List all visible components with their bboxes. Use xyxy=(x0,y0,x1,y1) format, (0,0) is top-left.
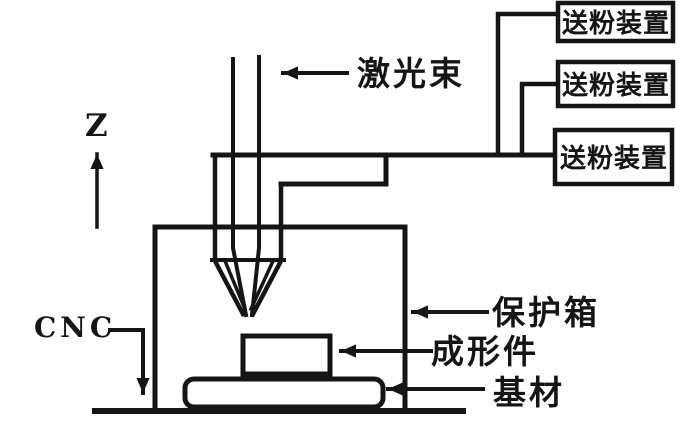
powder-feeder-2: 送粉装置 xyxy=(555,59,676,109)
substrate-callout: 基材 xyxy=(386,374,565,411)
powder-feeder-3: 送粉装置 xyxy=(552,127,675,187)
substrate-label: 基材 xyxy=(493,374,565,411)
formed-part xyxy=(240,333,333,377)
powder-feed-lines xyxy=(210,11,561,187)
laser-beam-callout: 激光束 xyxy=(281,55,465,92)
laser-beam xyxy=(231,55,261,318)
cnc-arrow xyxy=(108,328,150,395)
protection-box-label: 保护箱 xyxy=(492,294,600,331)
cnc-label: CNC xyxy=(34,311,116,344)
powder-feeder-1: 送粉装置 xyxy=(555,0,676,44)
formed-part-label: 成形件 xyxy=(431,333,539,370)
powder-feeder-2-label: 送粉装置 xyxy=(562,70,670,100)
protection-box-callout: 保护箱 xyxy=(411,294,600,331)
substrate xyxy=(182,376,386,410)
nozzle xyxy=(210,154,286,318)
powder-feeder-1-label: 送粉装置 xyxy=(562,8,670,38)
cnc-callout: CNC xyxy=(34,311,150,395)
formed-part-callout: 成形件 xyxy=(339,333,539,370)
z-axis-indicator: Z xyxy=(85,108,108,229)
z-axis-label: Z xyxy=(85,108,108,144)
laser-beam-label: 激光束 xyxy=(357,55,465,92)
powder-feeder-3-label: 送粉装置 xyxy=(560,143,668,173)
